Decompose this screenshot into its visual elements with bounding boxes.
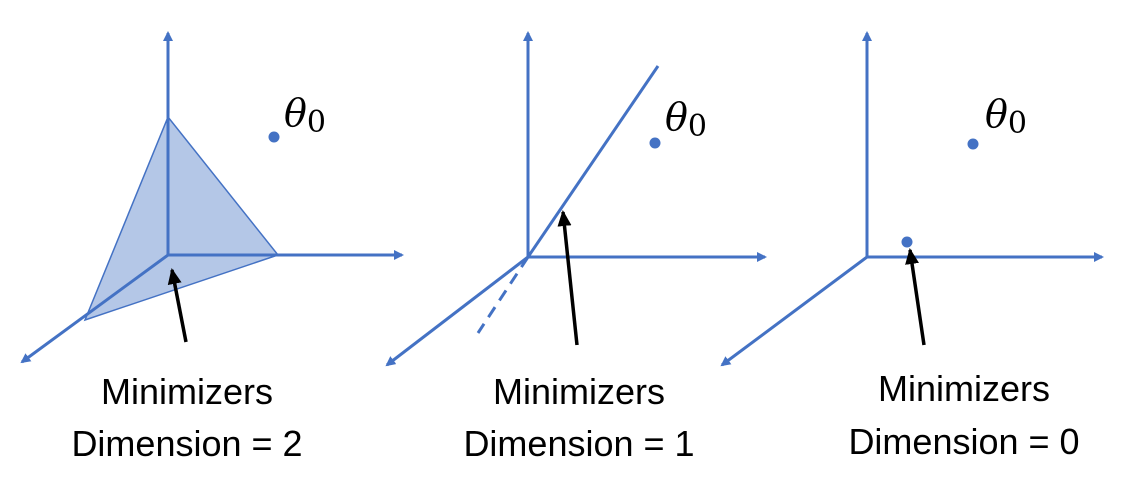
theta0-point	[268, 131, 280, 143]
caption-line2: Dimension = 0	[848, 421, 1079, 462]
theta0-label: θ0	[284, 91, 326, 140]
caption-line1: Minimizers	[878, 368, 1050, 409]
minimizer-plane	[83, 115, 280, 322]
panel-dimension-0: θ0 Minimizers Dimension = 0	[720, 31, 1104, 462]
caption-line2: Dimension = 2	[71, 423, 302, 464]
minimizer-arrow	[905, 248, 926, 346]
y-axis	[720, 255, 868, 367]
minimizer-point	[901, 236, 913, 248]
y-axis	[385, 255, 529, 367]
minimizer-arrow	[557, 210, 579, 346]
y-axis	[20, 253, 169, 364]
caption-line2: Dimension = 1	[463, 423, 694, 464]
theta0-point	[649, 137, 661, 149]
minimizer-line-hidden	[476, 256, 530, 334]
theta0-label: θ0	[985, 92, 1027, 141]
theta0-point	[967, 138, 979, 150]
minimizer-arrow	[167, 268, 188, 343]
panel-dimension-2: θ0 Minimizers Dimension = 2	[20, 31, 404, 464]
theta0-label: θ0	[665, 95, 707, 144]
caption-line1: Minimizers	[101, 371, 273, 412]
minimizer-line	[526, 65, 660, 258]
caption-line1: Minimizers	[493, 371, 665, 412]
panel-dimension-1: θ0 Minimizers Dimension = 1	[385, 31, 767, 464]
